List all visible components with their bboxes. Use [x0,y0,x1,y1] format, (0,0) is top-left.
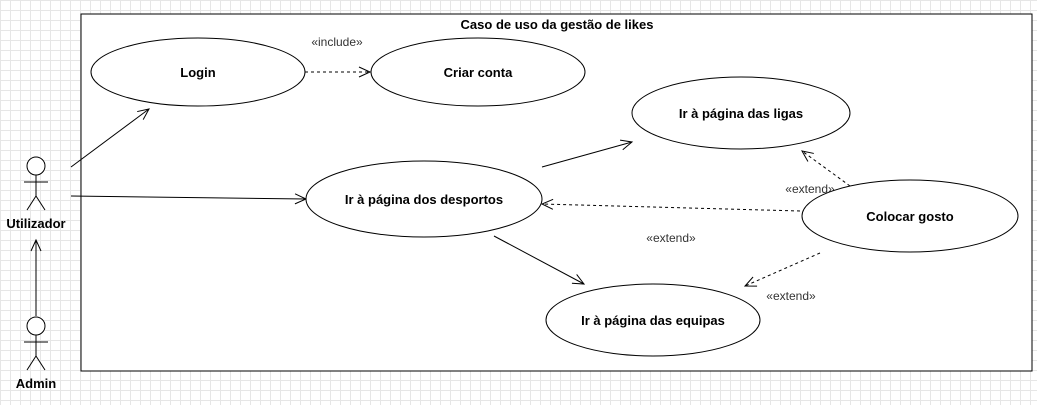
actor-utilizador-label: Utilizador [6,216,65,231]
include-label: «include» [311,35,363,49]
use-case-desportos[interactable]: Ir à página dos desportos [305,160,543,238]
extend-label-desportos: «extend» [646,231,696,245]
extend-label-ligas: «extend» [785,182,835,196]
system-title: Caso de uso da gestão de likes [461,17,654,32]
association-desportos-ligas [541,139,634,168]
actor-utilizador[interactable]: Utilizador [6,156,66,231]
use-case-equipas[interactable]: Ir à página das equipas [545,283,761,357]
association-utilizador-login [70,108,150,168]
association-utilizador-desportos [70,193,308,205]
extend-gosto-equipas [743,252,821,287]
use-case-equipas-label: Ir à página das equipas [581,313,725,328]
use-case-ligas[interactable]: Ir à página das ligas [631,76,851,150]
extend-gosto-ligas [801,150,851,187]
actor-admin-figure [24,316,48,371]
use-case-login[interactable]: Login [90,37,306,107]
extend-label-equipas: «extend» [766,289,816,303]
use-case-desportos-label: Ir à página dos desportos [345,192,503,207]
use-case-colocar-gosto[interactable]: Colocar gosto [801,179,1019,253]
actor-admin[interactable]: Admin [16,316,57,391]
actor-utilizador-figure [24,156,48,211]
use-case-login-label: Login [180,65,215,80]
use-case-ligas-label: Ir à página das ligas [679,106,803,121]
use-case-colocar-gosto-label: Colocar gosto [866,209,953,224]
use-case-criar-conta[interactable]: Criar conta [370,37,586,107]
association-desportos-equipas [493,235,586,285]
extend-gosto-desportos [540,198,801,212]
use-case-criar-conta-label: Criar conta [444,65,513,80]
actor-admin-label: Admin [16,376,57,391]
